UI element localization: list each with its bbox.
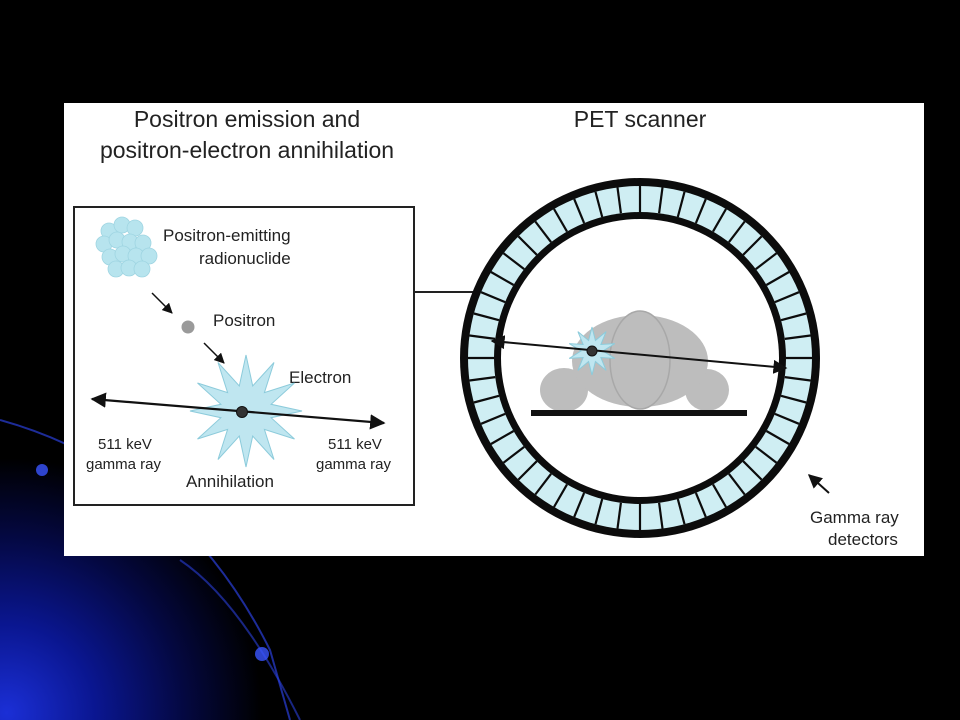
detector-divider <box>712 208 727 233</box>
detector-divider <box>784 376 811 382</box>
detector-divider <box>755 252 778 270</box>
arrow-to-detectors <box>807 474 830 494</box>
detector-divider <box>774 291 800 304</box>
detector-divider <box>490 271 515 286</box>
detector-divider <box>712 483 727 508</box>
gamma-left-label-line1: 511 keV <box>98 436 152 453</box>
gamma-right-label-line1: 511 keV <box>328 436 382 453</box>
nucleon <box>126 219 144 237</box>
detector-divider <box>616 502 622 529</box>
detectors-label-line2: detectors <box>828 530 898 549</box>
detector-divider <box>553 483 568 508</box>
detector-divider <box>502 446 525 464</box>
detector-divider <box>573 492 586 518</box>
swoosh-dot <box>36 464 48 476</box>
detector-divider <box>553 208 568 233</box>
detector-divider <box>517 235 538 256</box>
coincidence-line <box>490 335 788 374</box>
arrow-to-positron <box>151 292 173 314</box>
swoosh-dot <box>255 647 269 661</box>
annihilation-label: Annihilation <box>186 472 274 491</box>
arrow-to-annihilation <box>203 342 225 364</box>
detector-divider <box>658 502 664 529</box>
positron-label: Positron <box>213 311 275 330</box>
patient-bed <box>531 410 747 416</box>
detector-divider <box>517 460 538 481</box>
detector-divider <box>490 430 515 445</box>
detector-segments <box>468 186 812 530</box>
radionuclide-label-line2: radionuclide <box>199 249 291 268</box>
detector-divider <box>780 394 807 404</box>
detector-divider <box>616 187 622 214</box>
detector-divider <box>480 291 506 304</box>
event-dot <box>586 345 598 357</box>
nucleon <box>133 260 151 278</box>
detector-divider <box>742 460 763 481</box>
detector-divider <box>594 191 604 218</box>
detector-divider <box>594 498 604 525</box>
swoosh-line <box>179 559 301 720</box>
nucleon <box>140 247 158 265</box>
detector-divider <box>534 473 552 496</box>
detector-divider <box>765 271 790 286</box>
detector-divider <box>676 191 686 218</box>
radionuclide-cluster-icon <box>95 216 158 278</box>
detector-divider <box>742 235 763 256</box>
detector-divider <box>774 412 800 425</box>
gamma-left-label-line2: gamma ray <box>86 456 162 473</box>
detectors-label-line1: Gamma ray <box>810 508 899 527</box>
detector-divider <box>473 312 500 322</box>
detector-divider <box>473 394 500 404</box>
detector-divider <box>780 312 807 322</box>
left-title-line2: positron-electron annihilation <box>100 137 394 163</box>
detector-divider <box>728 473 746 496</box>
detector-divider <box>534 220 552 243</box>
detector-divider <box>694 198 707 224</box>
right-title: PET scanner <box>574 106 707 132</box>
radionuclide-label-line1: Positron-emitting <box>163 226 291 245</box>
detector-divider <box>694 492 707 518</box>
gamma-right-label-line2: gamma ray <box>316 456 392 473</box>
left-title-line1: Positron emission and <box>134 106 360 132</box>
pet-diagram: Positron emission and positron-electron … <box>73 106 899 549</box>
detector-divider <box>480 412 506 425</box>
detector-divider <box>469 376 496 382</box>
positron-dot <box>181 320 195 334</box>
detector-divider <box>658 187 664 214</box>
electron-dot <box>236 406 248 418</box>
electron-label: Electron <box>289 368 351 387</box>
detector-divider <box>765 430 790 445</box>
detector-divider <box>755 446 778 464</box>
pet-diagram-figure: Positron emission and positron-electron … <box>64 103 924 556</box>
detector-divider <box>784 334 811 340</box>
detector-divider <box>728 220 746 243</box>
detector-divider <box>573 198 586 224</box>
detector-divider <box>676 498 686 525</box>
detector-divider <box>502 252 525 270</box>
